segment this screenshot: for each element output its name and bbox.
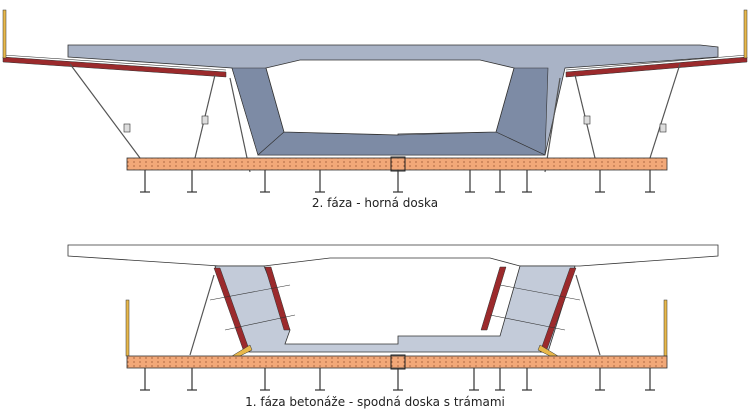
- support-beam: [126, 157, 668, 171]
- right-cantilever-formwork: [565, 56, 748, 78]
- web-formwork: [213, 266, 577, 353]
- box-void: [265, 59, 515, 136]
- support-beam: [126, 355, 668, 369]
- right-edge-post: [743, 9, 748, 59]
- box-void: [263, 257, 521, 345]
- deck-outline: [67, 244, 719, 267]
- support-legs: [140, 368, 655, 391]
- phase1-section: [67, 244, 719, 391]
- phase2-caption: 2. fáza - horná doska: [311, 196, 439, 210]
- phase2-section: [2, 9, 748, 193]
- phase1-caption: 1. fáza betonáže - spodná doska s trámam…: [245, 395, 505, 409]
- bottom-slab: [257, 131, 546, 156]
- left-edge-post: [2, 9, 7, 59]
- left-cantilever-formwork: [2, 56, 227, 78]
- support-legs: [140, 170, 655, 193]
